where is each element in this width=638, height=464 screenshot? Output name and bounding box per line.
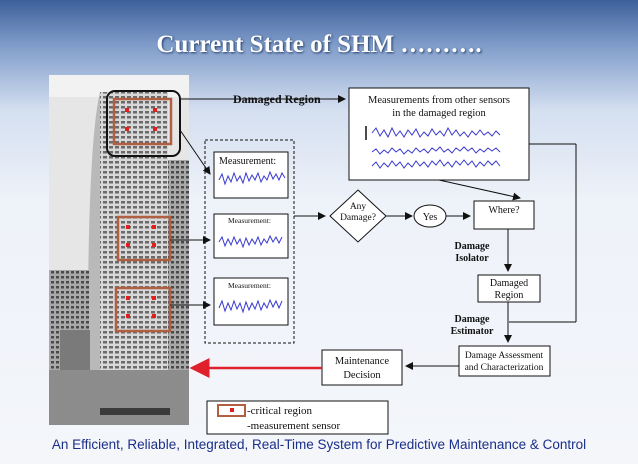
any-damage-decision bbox=[329, 189, 387, 243]
decision-line1: Any bbox=[350, 202, 367, 212]
measurement-box-3: Measurement: bbox=[213, 277, 289, 326]
yes-label: Yes bbox=[423, 212, 438, 223]
slide-title: Current State of SHM ………. bbox=[156, 31, 482, 58]
measurement-label-2: Measurement: bbox=[228, 216, 271, 225]
sensor-markers bbox=[125, 108, 157, 318]
isolator-line1: Damage bbox=[455, 241, 491, 252]
damaged-box-line2: Region bbox=[495, 290, 524, 301]
measurement-label-3: Measurement: bbox=[228, 281, 271, 290]
legend-critical-text: -critical region bbox=[247, 405, 313, 417]
measurement-label-1: Measurement: bbox=[219, 156, 276, 167]
critical-region-top bbox=[112, 97, 173, 146]
maintenance-line1: Maintenance bbox=[335, 356, 390, 367]
maintenance-decision-box bbox=[321, 349, 403, 386]
damaged-box-line1: Damaged bbox=[490, 278, 528, 289]
measurement-box-1: Measurement: bbox=[213, 151, 289, 199]
assessment-line1: Damage Assessment bbox=[465, 351, 544, 361]
legend-sensor-text: -measurement sensor bbox=[247, 420, 340, 432]
measurement-box-2: Measurement: bbox=[213, 213, 289, 259]
where-box bbox=[473, 200, 535, 230]
where-label: Where? bbox=[488, 205, 520, 216]
assessment-line2: and Characterization bbox=[465, 363, 544, 373]
slide-footer: An Efficient, Reliable, Integrated, Real… bbox=[51, 437, 587, 452]
damaged-region-outline bbox=[106, 90, 181, 157]
other-sensors-line1: Measurements from other sensors bbox=[368, 95, 510, 106]
estimator-line1: Damage bbox=[455, 314, 491, 325]
damaged-region-box bbox=[477, 274, 541, 303]
maintenance-line2: Decision bbox=[343, 370, 381, 381]
assessment-box bbox=[458, 345, 551, 377]
estimator-line2: Estimator bbox=[451, 326, 494, 337]
other-sensors-line2: in the damaged region bbox=[392, 108, 486, 119]
legend-sensor-swatch bbox=[230, 408, 234, 412]
critical-region-bottom bbox=[114, 286, 172, 333]
legend-critical-swatch bbox=[217, 404, 246, 417]
legend-box bbox=[206, 400, 389, 435]
critical-region-middle bbox=[116, 215, 172, 262]
isolator-line2: Isolator bbox=[455, 253, 489, 264]
decision-line2: Damage? bbox=[340, 213, 376, 223]
other-sensor-signals bbox=[365, 126, 501, 169]
